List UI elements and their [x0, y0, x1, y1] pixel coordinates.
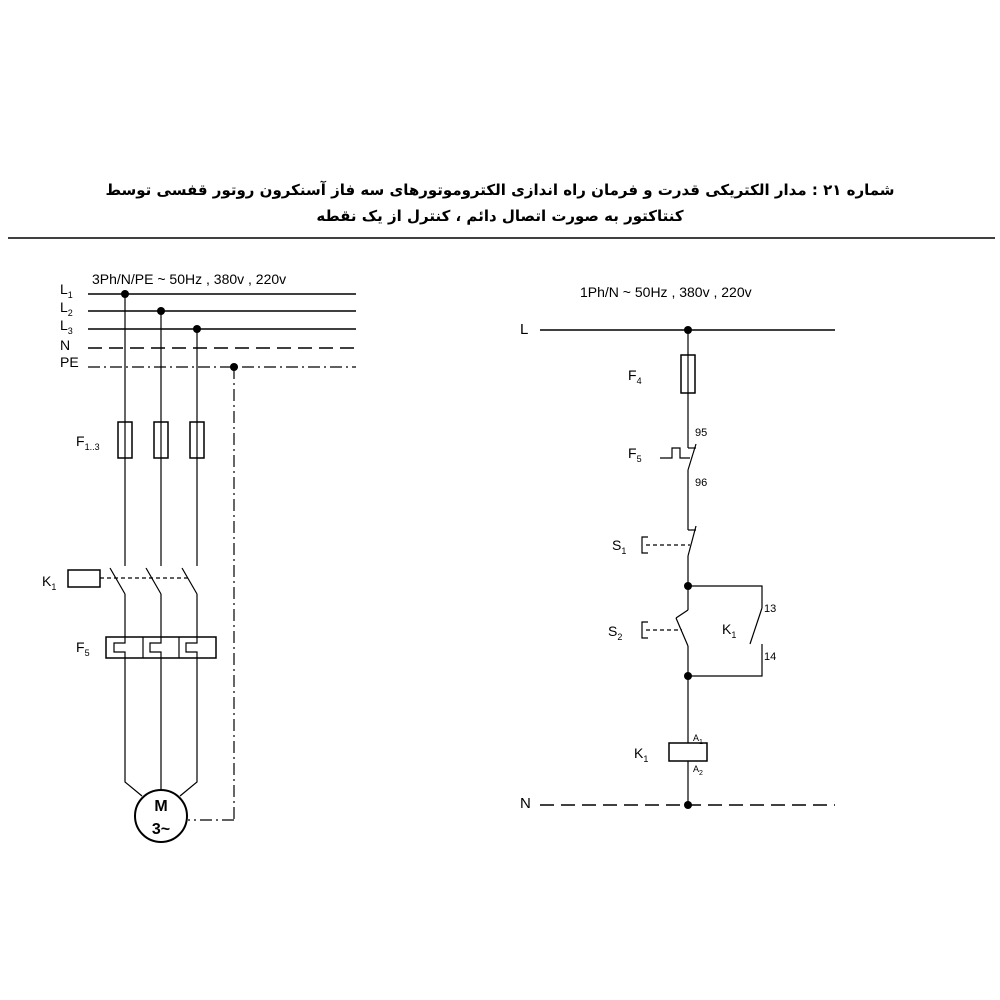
thermal-actuator-symbol	[660, 447, 690, 459]
overload-heater-2	[149, 637, 162, 658]
push-button-actuator	[641, 536, 648, 554]
fuse-f4-label: F4	[628, 367, 642, 386]
coil-terminal-a1: A1	[693, 733, 703, 746]
junction-dot	[684, 801, 692, 809]
line-label-l2: L2	[60, 299, 73, 318]
phase-line-label: L	[520, 321, 528, 338]
junction-dot	[684, 672, 692, 680]
start-button-label: S2	[608, 623, 622, 642]
line-label-pe: PE	[60, 354, 79, 370]
conductor-phase-3	[179, 658, 198, 797]
hold-contact-k1	[749, 607, 763, 645]
contactor-coil-k1	[67, 569, 101, 588]
hold-branch-wire	[688, 644, 763, 677]
stop-button-label: S1	[612, 537, 626, 556]
caption-line-1: شماره ۲۱ : مدار الکتریکی قدرت و فرمان را…	[105, 181, 895, 199]
motor-symbol	[134, 789, 188, 843]
terminal-96: 96	[695, 477, 707, 489]
overload-heater-3	[185, 637, 198, 658]
coil-terminal-a2: A2	[693, 764, 703, 777]
start-button-contact	[675, 609, 689, 619]
overload-nc-contact	[687, 443, 697, 471]
line-label-l3: L3	[60, 317, 73, 336]
hold-branch-wire	[688, 585, 763, 608]
hold-contact-label: K1	[722, 621, 736, 640]
contactor-main-contact-2	[145, 567, 162, 595]
contactor-main-contact-3	[181, 567, 198, 595]
fuses-label: F1..3	[76, 433, 100, 452]
power-circuit: 3Ph/N/PE ~ 50Hz , 380v , 220v L1 L2 L3 N…	[42, 271, 356, 843]
control-supply-label: 1Ph/N ~ 50Hz , 380v , 220v	[580, 284, 752, 300]
line-label-l1: L1	[60, 281, 73, 300]
terminal-95: 95	[695, 427, 707, 439]
control-circuit: 1Ph/N ~ 50Hz , 380v , 220v L F4 95 F5 96…	[520, 284, 835, 812]
overload-label: F5	[76, 639, 90, 658]
push-button-actuator	[641, 621, 648, 639]
contactor-label: K1	[42, 573, 56, 592]
caption-line-2: کنتاکتور به صورت اتصال دائم ، کنترل از ی…	[316, 207, 684, 225]
motor-label-phase: 3~	[152, 821, 170, 838]
overload-heater-1	[113, 637, 126, 658]
contactor-main-contact-1	[109, 567, 126, 595]
power-supply-label: 3Ph/N/PE ~ 50Hz , 380v , 220v	[92, 271, 286, 287]
neutral-line-label: N	[520, 795, 531, 812]
terminal-13: 13	[764, 603, 776, 615]
start-button-contact	[675, 617, 689, 647]
motor-label-m: M	[154, 798, 167, 815]
terminal-14: 14	[764, 651, 776, 663]
coil-label: K1	[634, 745, 648, 764]
line-label-n: N	[60, 337, 70, 353]
stop-button-contact	[687, 525, 697, 557]
overload-contact-label: F5	[628, 445, 642, 464]
conductor-phase-1	[124, 658, 143, 797]
